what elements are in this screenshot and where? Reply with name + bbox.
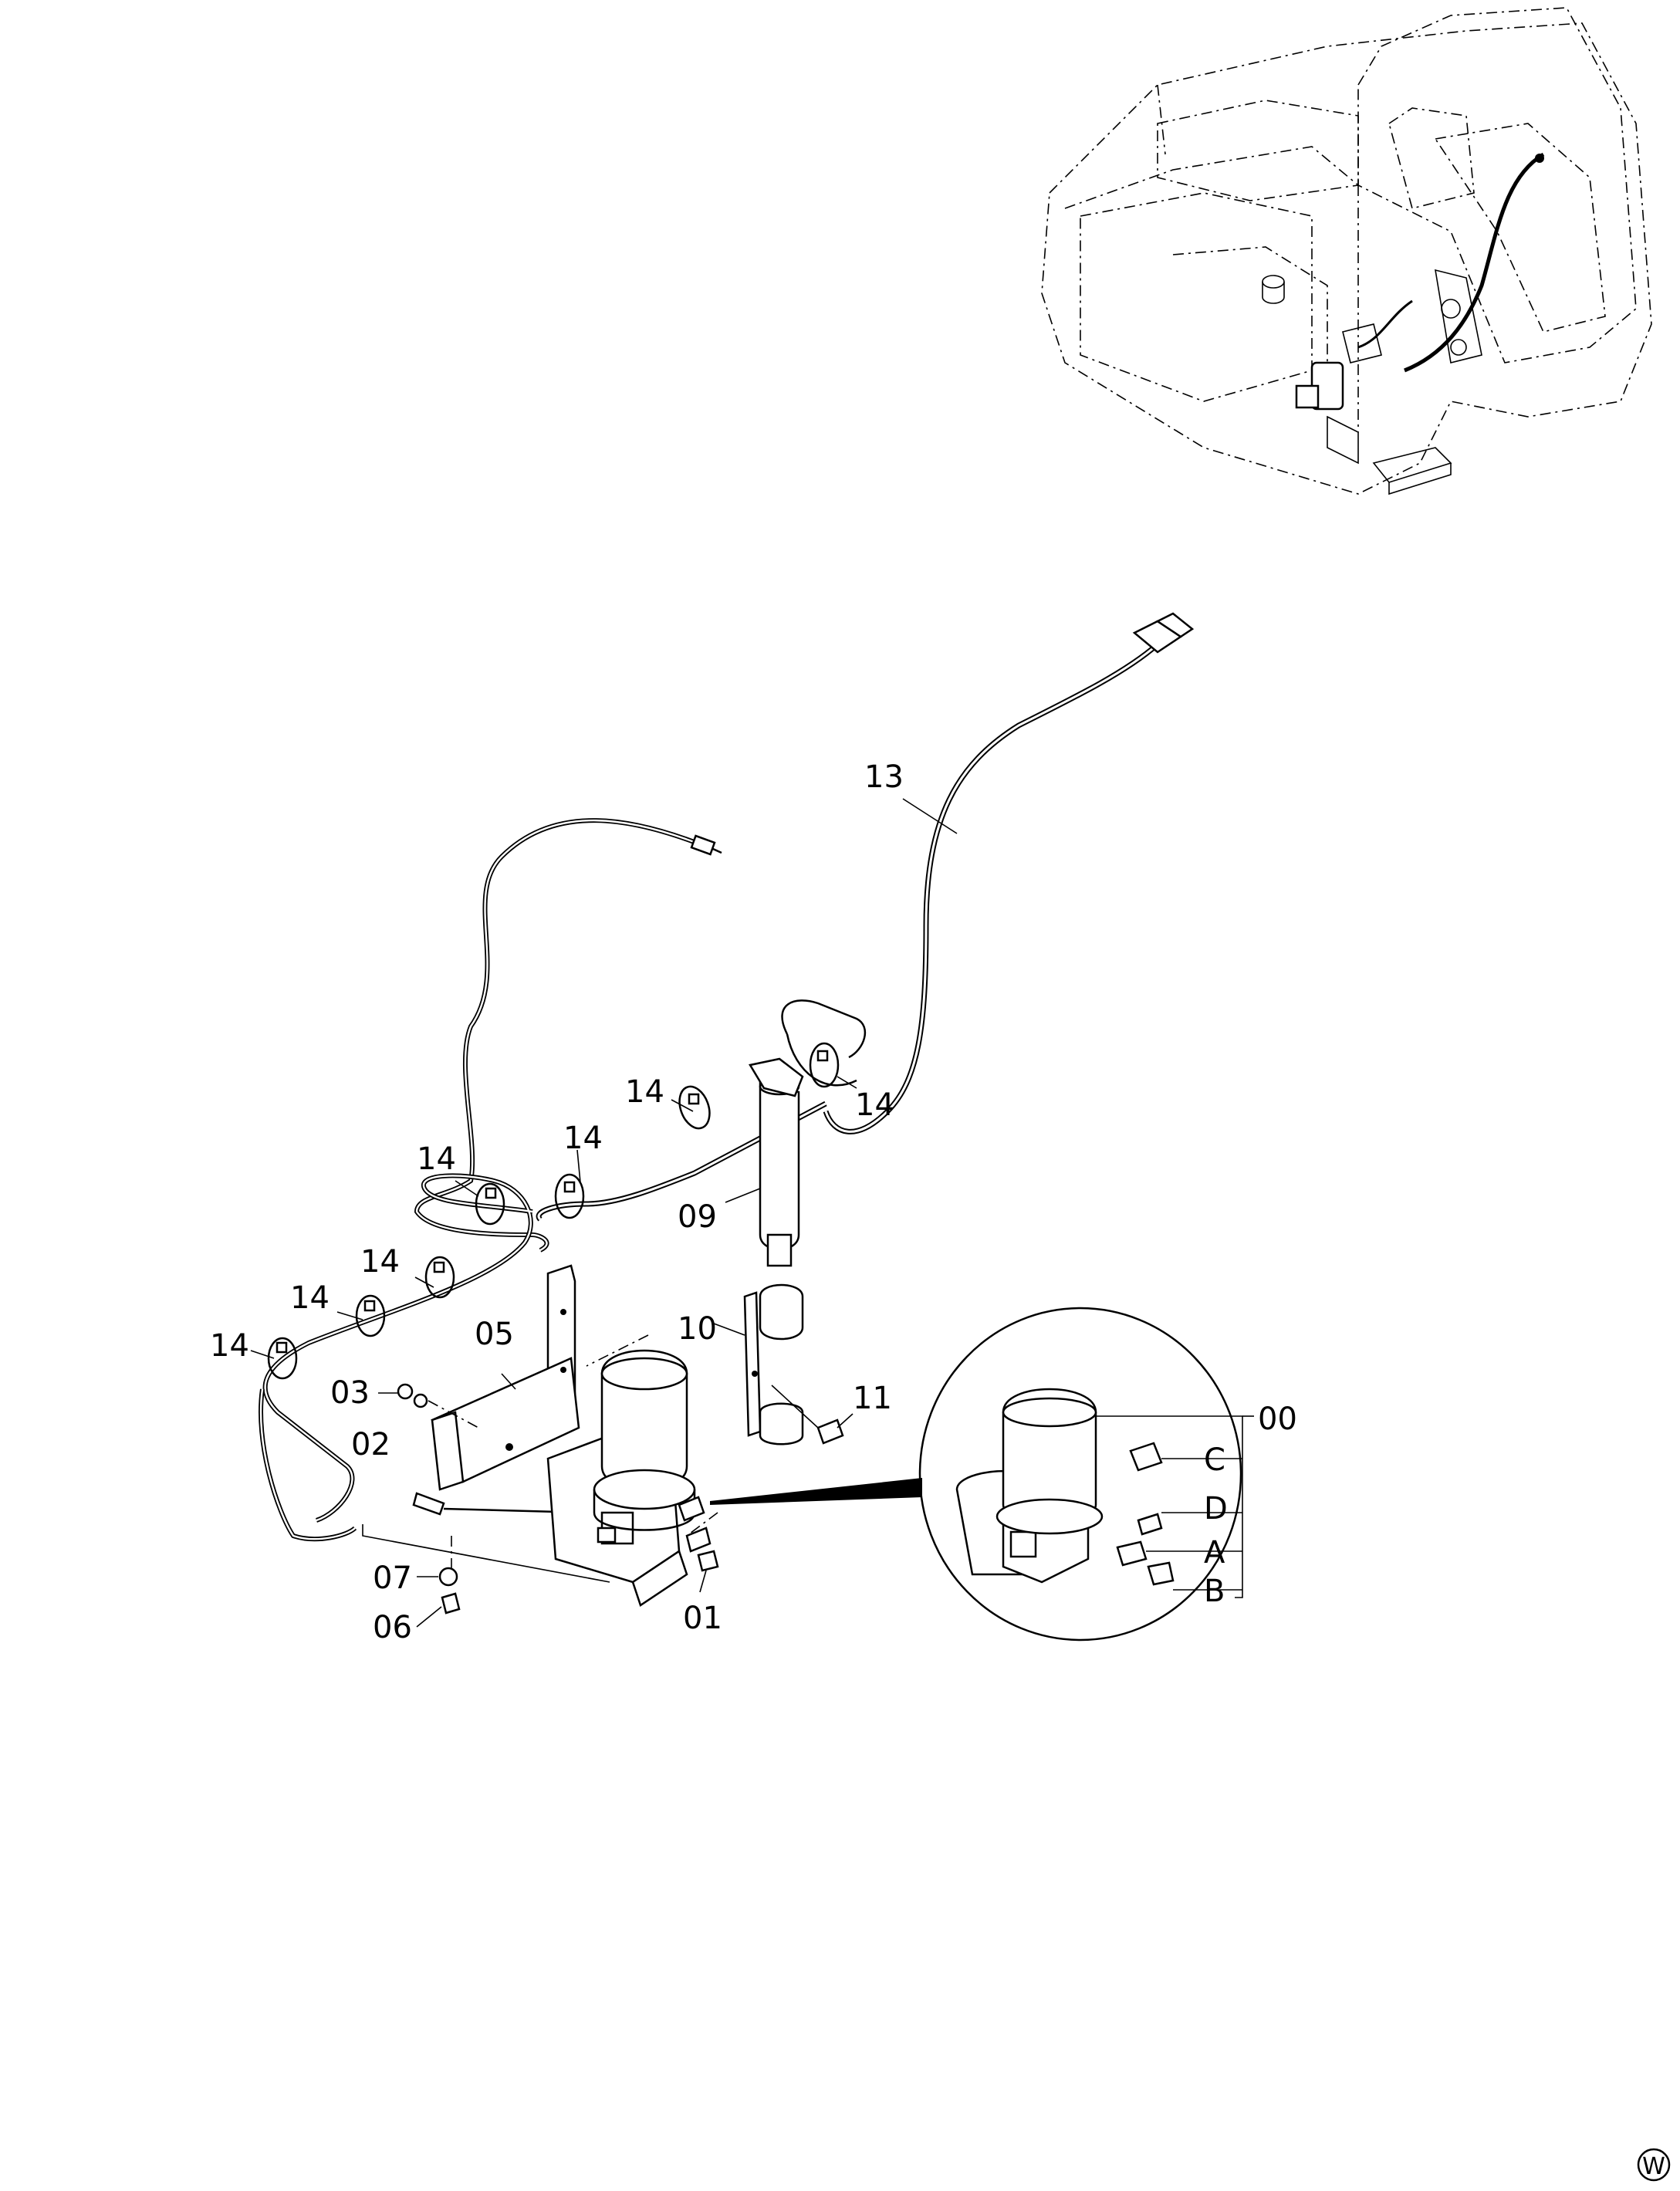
pump-assembly bbox=[546, 1349, 719, 1607]
callout-14-top-center: 14 bbox=[625, 1074, 664, 1110]
callout-C: C bbox=[1204, 1442, 1225, 1478]
cable-ties-14 bbox=[267, 1042, 840, 1380]
callout-14-left-lower: 14 bbox=[290, 1280, 330, 1316]
corner-mark: W bbox=[1637, 2148, 1671, 2182]
callout-13: 13 bbox=[864, 759, 904, 795]
callout-labels: 13 14 14 14 14 14 14 14 09 10 05 03 02 1… bbox=[210, 759, 1297, 1645]
leader-lines bbox=[250, 798, 958, 1628]
callout-07: 07 bbox=[373, 1560, 412, 1596]
callout-14-left-upper: 14 bbox=[417, 1141, 456, 1177]
grease-cartridge-09 bbox=[749, 1057, 804, 1267]
bracket-05 bbox=[431, 1264, 649, 1491]
callout-14-far-left: 14 bbox=[210, 1328, 249, 1364]
callout-06: 06 bbox=[373, 1610, 412, 1645]
callout-03: 03 bbox=[330, 1375, 370, 1411]
cartridge-holder-10 bbox=[743, 1283, 844, 1445]
callout-A: A bbox=[1204, 1535, 1225, 1571]
callout-02: 02 bbox=[351, 1427, 390, 1462]
callout-D: D bbox=[1204, 1491, 1228, 1527]
wire-harness-13 bbox=[536, 612, 1195, 1222]
callout-00: 00 bbox=[1258, 1401, 1297, 1437]
callout-05: 05 bbox=[475, 1317, 514, 1352]
callout-01: 01 bbox=[683, 1601, 722, 1636]
machine-overview bbox=[1041, 7, 1652, 495]
callout-14-top-right: 14 bbox=[855, 1087, 894, 1123]
corner-mark-letter: W bbox=[1642, 2153, 1665, 2180]
callout-B: B bbox=[1204, 1574, 1225, 1609]
callout-11: 11 bbox=[853, 1381, 892, 1416]
detail-view bbox=[710, 1307, 1254, 1642]
small-hardware bbox=[362, 1383, 718, 1615]
callout-14-center: 14 bbox=[563, 1121, 603, 1156]
callout-14-left-mid: 14 bbox=[360, 1244, 400, 1280]
callout-09: 09 bbox=[678, 1199, 717, 1235]
wire-harness-upper bbox=[259, 818, 722, 1542]
callout-10: 10 bbox=[678, 1311, 717, 1347]
